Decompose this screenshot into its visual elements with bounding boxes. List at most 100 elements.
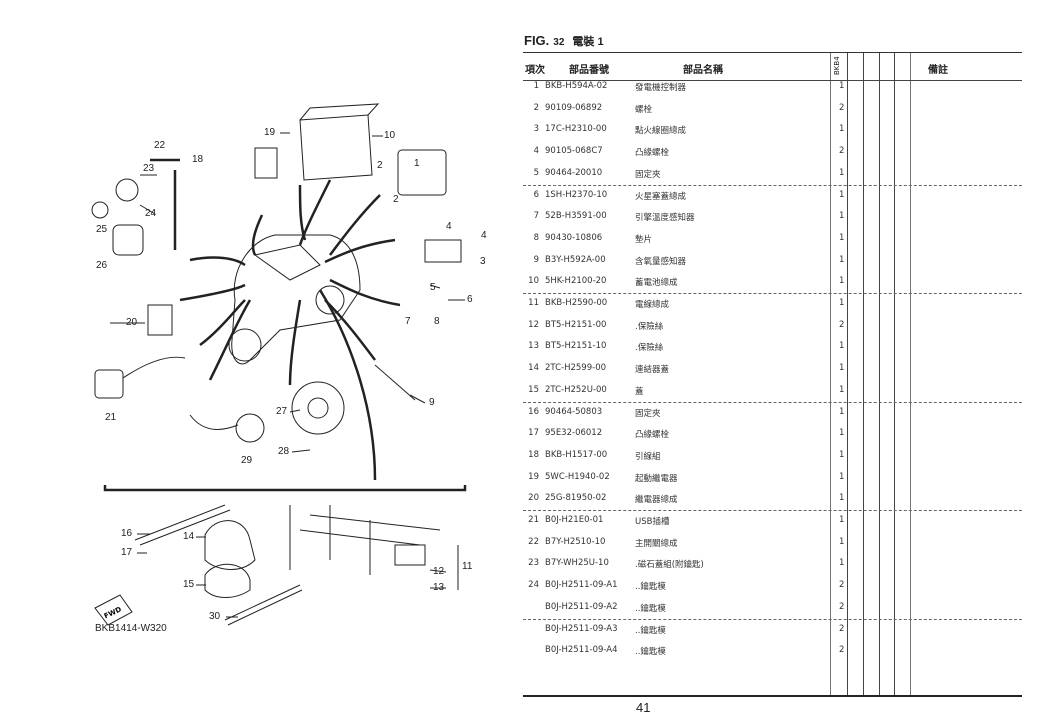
callout-25: 25: [96, 224, 108, 235]
quantity: 2: [839, 601, 845, 612]
column-divider: [910, 53, 911, 695]
part-number: BT5-H2151-00: [545, 319, 607, 330]
column-divider: [863, 53, 864, 695]
callout-26: 26: [96, 260, 108, 271]
figure-name: 電裝 1: [572, 36, 604, 48]
part-name: 引擎溫度感知器: [635, 213, 695, 224]
part-number: 52B-H3591-00: [545, 211, 607, 222]
quantity: 1: [839, 341, 845, 352]
part-name: ..鑰匙模: [635, 582, 666, 593]
quantity: 1: [839, 428, 845, 439]
callout-28: 28: [278, 446, 290, 457]
part-number: B7Y-H2510-10: [545, 536, 606, 547]
callout-2a: 2: [377, 160, 383, 171]
part-name: 固定夾: [635, 408, 661, 419]
quantity: 1: [839, 211, 845, 222]
header-divider: [523, 80, 1022, 81]
callout-9: 9: [429, 397, 435, 408]
part-name: 主開關總成: [635, 538, 678, 549]
callout-24: 24: [145, 208, 157, 219]
group-separator: [523, 293, 1022, 295]
part-number: 1SH-H2370-10: [545, 189, 608, 200]
part-number: 2TC-H252U-00: [545, 384, 607, 395]
table-row: 8 90430-10806 墊片 1: [523, 233, 1022, 253]
quantity: 2: [839, 319, 845, 330]
part-name: 凸緣螺栓: [635, 148, 670, 159]
callout-11: 11: [462, 561, 473, 572]
part-number: BKB-H594A-02: [545, 81, 608, 91]
callout-1: 1: [414, 158, 420, 169]
item-number: 8: [533, 232, 539, 243]
part-name: 固定夾: [635, 169, 661, 180]
callout-18: 18: [192, 154, 204, 165]
part-name: .保險絲: [635, 321, 664, 332]
item-number: 22: [528, 536, 539, 547]
part-number: B0J-H2511-09-A4: [545, 645, 618, 656]
callout-2b: 2: [393, 194, 399, 205]
quantity: 2: [839, 645, 845, 656]
callout-15: 15: [183, 579, 195, 590]
item-number: 4: [533, 146, 539, 157]
quantity: 2: [839, 146, 845, 157]
callout-29: 29: [241, 455, 253, 466]
part-name: ..鑰匙模: [635, 625, 666, 636]
table-row: 22 B7Y-H2510-10 主開關總成 1: [523, 537, 1022, 557]
quantity: 1: [839, 449, 845, 460]
part-number: 95E32-06012: [545, 428, 603, 439]
item-number: 24: [528, 580, 539, 591]
quantity: 1: [839, 406, 845, 417]
callout-30: 30: [209, 611, 221, 622]
group-separator: [523, 618, 1022, 620]
quantity: 1: [839, 167, 845, 178]
part-number: B0J-H21E0-01: [545, 515, 604, 525]
part-name: 連結器蓋: [635, 365, 670, 376]
header-part-name: 部品名稱: [683, 65, 723, 76]
quantity: 1: [839, 232, 845, 243]
part-number: B0J-H2511-09-A3: [545, 623, 618, 634]
callout-22: 22: [154, 140, 166, 151]
part-name: 蓋: [635, 386, 644, 397]
quantity: 1: [839, 558, 845, 569]
part-name: 墊片: [635, 234, 653, 245]
part-name: 火星塞蓋總成: [635, 191, 687, 202]
item-number: 23: [528, 558, 539, 569]
quantity: 1: [839, 124, 845, 135]
part-name: ..鑰匙模: [635, 603, 666, 614]
column-divider: [879, 53, 880, 695]
quantity: 1: [839, 515, 845, 525]
quantity: 1: [839, 471, 845, 482]
item-number: 15: [528, 384, 539, 395]
column-divider: [894, 53, 895, 695]
part-number: B3Y-H592A-00: [545, 254, 606, 265]
figure-number: 32: [553, 37, 565, 48]
quantity: 1: [839, 298, 845, 308]
item-number: 18: [528, 449, 539, 460]
callout-20: 20: [126, 317, 138, 328]
quantity: 1: [839, 536, 845, 547]
quantity: 2: [839, 102, 845, 113]
item-number: 14: [528, 363, 539, 374]
quantity: 1: [839, 276, 845, 287]
item-number: 20: [528, 493, 539, 504]
part-number: 90430-10806: [545, 232, 603, 243]
part-number: B0J-H2511-09-A1: [545, 580, 618, 591]
item-number: 10: [528, 276, 539, 287]
part-number: B0J-H2511-09-A2: [545, 601, 618, 612]
item-number: 13: [528, 341, 539, 352]
part-number: 25G-81950-02: [545, 493, 607, 504]
callout-16: 16: [121, 528, 133, 539]
